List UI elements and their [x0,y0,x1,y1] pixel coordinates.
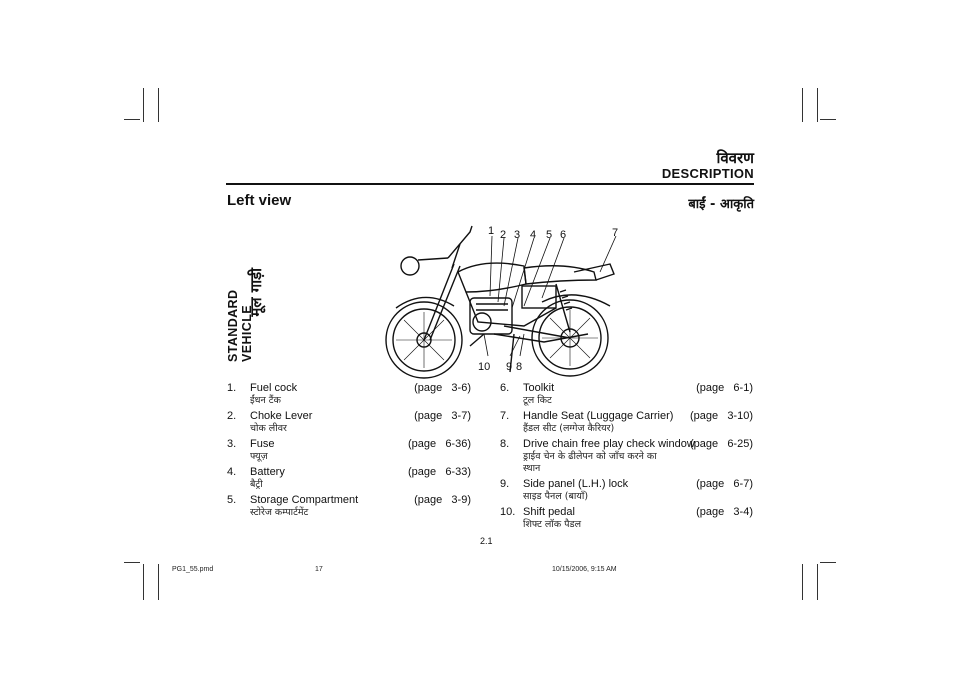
seat [523,265,597,285]
item-number: 9. [500,478,510,490]
list-item: 2. Choke Lever (page 3-7) चोक लीवर [227,410,471,435]
item-number: 1. [227,382,237,394]
callout-9: 9 [506,361,512,373]
callout-5: 5 [546,229,552,241]
item-name: Drive chain free play check window [523,438,695,450]
parts-list-right: 6. Toolkit (page 6-1) टूल किट 7. Handle … [500,382,753,534]
callout-10: 10 [478,361,490,373]
item-name-hindi: चोक लीवर [250,423,287,434]
item-name: Storage Compartment [250,494,359,506]
list-item: 4. Battery (page 6-33) बैट्री [227,466,471,491]
item-name-hindi: ईंधन टैंक [250,395,281,406]
callout-7: 7 [612,227,618,239]
footer-datetime: 10/15/2006, 9:15 AM [552,566,617,573]
item-page-ref: (page 3-10) [690,410,753,422]
side-label: STANDARD VEHICLE मूल गाड़ी [226,232,270,362]
callout-1: 1 [488,225,494,237]
item-number: 2. [227,410,237,422]
crop-mark [802,564,803,600]
list-item: 6. Toolkit (page 6-1) टूल किट [500,382,753,407]
item-name-hindi: ड्राईव चेन के ढीलेपन को जाँच करने का स्थ… [523,451,657,474]
item-page-ref: (page 3-9) [414,494,471,506]
section-title-hindi: विवरण [716,149,754,167]
item-name-hindi: हैंडल सीट (लग्गेज कैरियर) [523,423,615,434]
header-rule [226,183,754,185]
footer-sheet-number: 17 [315,566,323,573]
view-title: Left view [227,192,292,209]
crop-mark [802,88,803,122]
item-name: Fuel cock [250,382,298,394]
item-name: Handle Seat (Luggage Carrier) [523,410,674,422]
front-wheel [385,301,463,379]
crop-mark [820,119,836,120]
item-name: Side panel (L.H.) lock [523,478,629,490]
list-item: 8. Drive chain free play check window (p… [500,438,753,475]
item-name-hindi: बैट्री [250,479,263,490]
item-name-hindi: साइड पैनल (बायाँ) [523,491,589,502]
list-item: 7. Handle Seat (Luggage Carrier) (page 3… [500,410,753,435]
rear-wheel [531,299,609,377]
list-item: 9. Side panel (L.H.) lock (page 6-7) साइ… [500,478,753,503]
item-page-ref: (page 6-25) [690,438,753,450]
view-title-hindi: बाईं - आकृति [688,197,754,212]
crop-mark [143,88,144,122]
page-number: 2.1 [480,536,493,546]
item-page-ref: (page 3-7) [414,410,471,422]
callout-8: 8 [516,361,522,373]
list-item: 1. Fuel cock (page 3-6) ईंधन टैंक [227,382,471,407]
crop-mark [124,562,140,563]
crop-mark [817,88,818,122]
engine [469,297,513,335]
item-name: Shift pedal [523,506,575,518]
crop-mark [124,119,140,120]
motorcycle-left-view-diagram: 1 2 3 4 5 6 7 8 9 10 [385,225,618,379]
item-name-hindi: टूल किट [523,395,552,406]
item-page-ref: (page 3-6) [414,382,471,394]
item-name: Fuse [250,438,275,450]
side-label-hindi: मूल गाड़ी [247,268,265,317]
list-item: 10. Shift pedal (page 3-4) शिफ्ट लॉक पैड… [500,506,753,531]
item-page-ref: (page 6-33) [408,466,471,478]
item-number: 10. [500,506,516,518]
item-number: 8. [500,438,510,450]
item-page-ref: (page 6-36) [408,438,471,450]
crop-mark [158,564,159,600]
item-number: 4. [227,466,237,478]
item-name: Toolkit [523,382,555,394]
item-number: 7. [500,410,510,422]
item-name: Choke Lever [250,410,313,422]
list-item: 3. Fuse (page 6-36) फ्यूज़ [227,438,471,463]
item-name-hindi: शिफ्ट लॉक पैडल [523,519,582,530]
section-title: DESCRIPTION [661,166,754,181]
item-name-hindi: फ्यूज़ [250,451,268,462]
item-name: Battery [250,466,285,478]
crop-mark [820,562,836,563]
callout-4: 4 [530,229,536,241]
item-page-ref: (page 6-1) [696,382,753,394]
crop-mark [817,564,818,600]
callout-3: 3 [514,229,520,241]
item-number: 5. [227,494,237,506]
item-page-ref: (page 3-4) [696,506,753,518]
item-number: 3. [227,438,237,450]
callout-2: 2 [500,229,506,241]
footer-filename: PG1_55.pmd [172,566,214,573]
callout-6: 6 [560,229,566,241]
list-item: 5. Storage Compartment (page 3-9) स्टोरे… [227,494,471,519]
item-name-hindi: स्टोरेज कम्पार्टमेंट [250,507,309,518]
fuel-tank [457,262,527,293]
crop-mark [143,564,144,600]
item-number: 6. [500,382,510,394]
parts-list-left: 1. Fuel cock (page 3-6) ईंधन टैंक 2. Cho… [227,382,471,522]
crop-mark [158,88,159,122]
item-page-ref: (page 6-7) [696,478,753,490]
